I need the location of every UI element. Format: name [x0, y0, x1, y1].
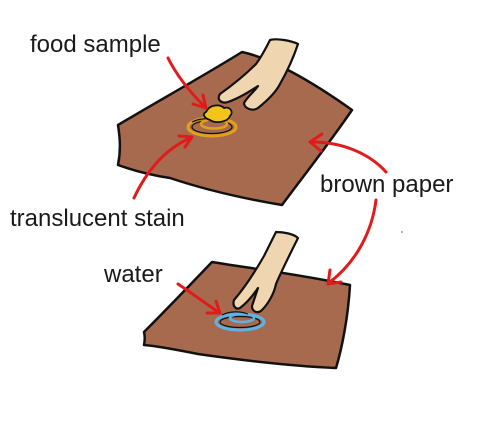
water-arrow: [176, 282, 220, 314]
food-sample-blob: [203, 104, 233, 123]
translucent-stain-arrow: [132, 136, 192, 200]
label-brown-paper: brown paper: [320, 171, 454, 198]
brown-paper-arrow-bottom: [328, 198, 378, 284]
water-outer-dark: [219, 315, 261, 329]
label-water: water: [104, 261, 163, 288]
brown-paper-arrowhead-bottom: [326, 268, 343, 286]
translucent-stain-arrowhead: [177, 134, 194, 149]
food-sample-arrowhead: [191, 93, 208, 110]
label-food-sample: food sample: [30, 31, 161, 58]
bottom-paper-group: [142, 230, 352, 370]
bottom-hand: [232, 230, 300, 314]
top-paper-group: [116, 38, 354, 207]
top-hand: [217, 38, 300, 111]
water-arrowhead: [205, 299, 222, 315]
speck: [401, 231, 403, 233]
brown-paper-arrowhead-top: [308, 132, 324, 153]
water-inner: [228, 312, 256, 324]
label-translucent-stain: translucent stain: [10, 205, 185, 232]
water-swirl: [221, 311, 249, 316]
arrows: [132, 56, 388, 315]
brown-paper-arrow-top: [310, 140, 388, 174]
food-sample-arrow: [166, 56, 206, 108]
